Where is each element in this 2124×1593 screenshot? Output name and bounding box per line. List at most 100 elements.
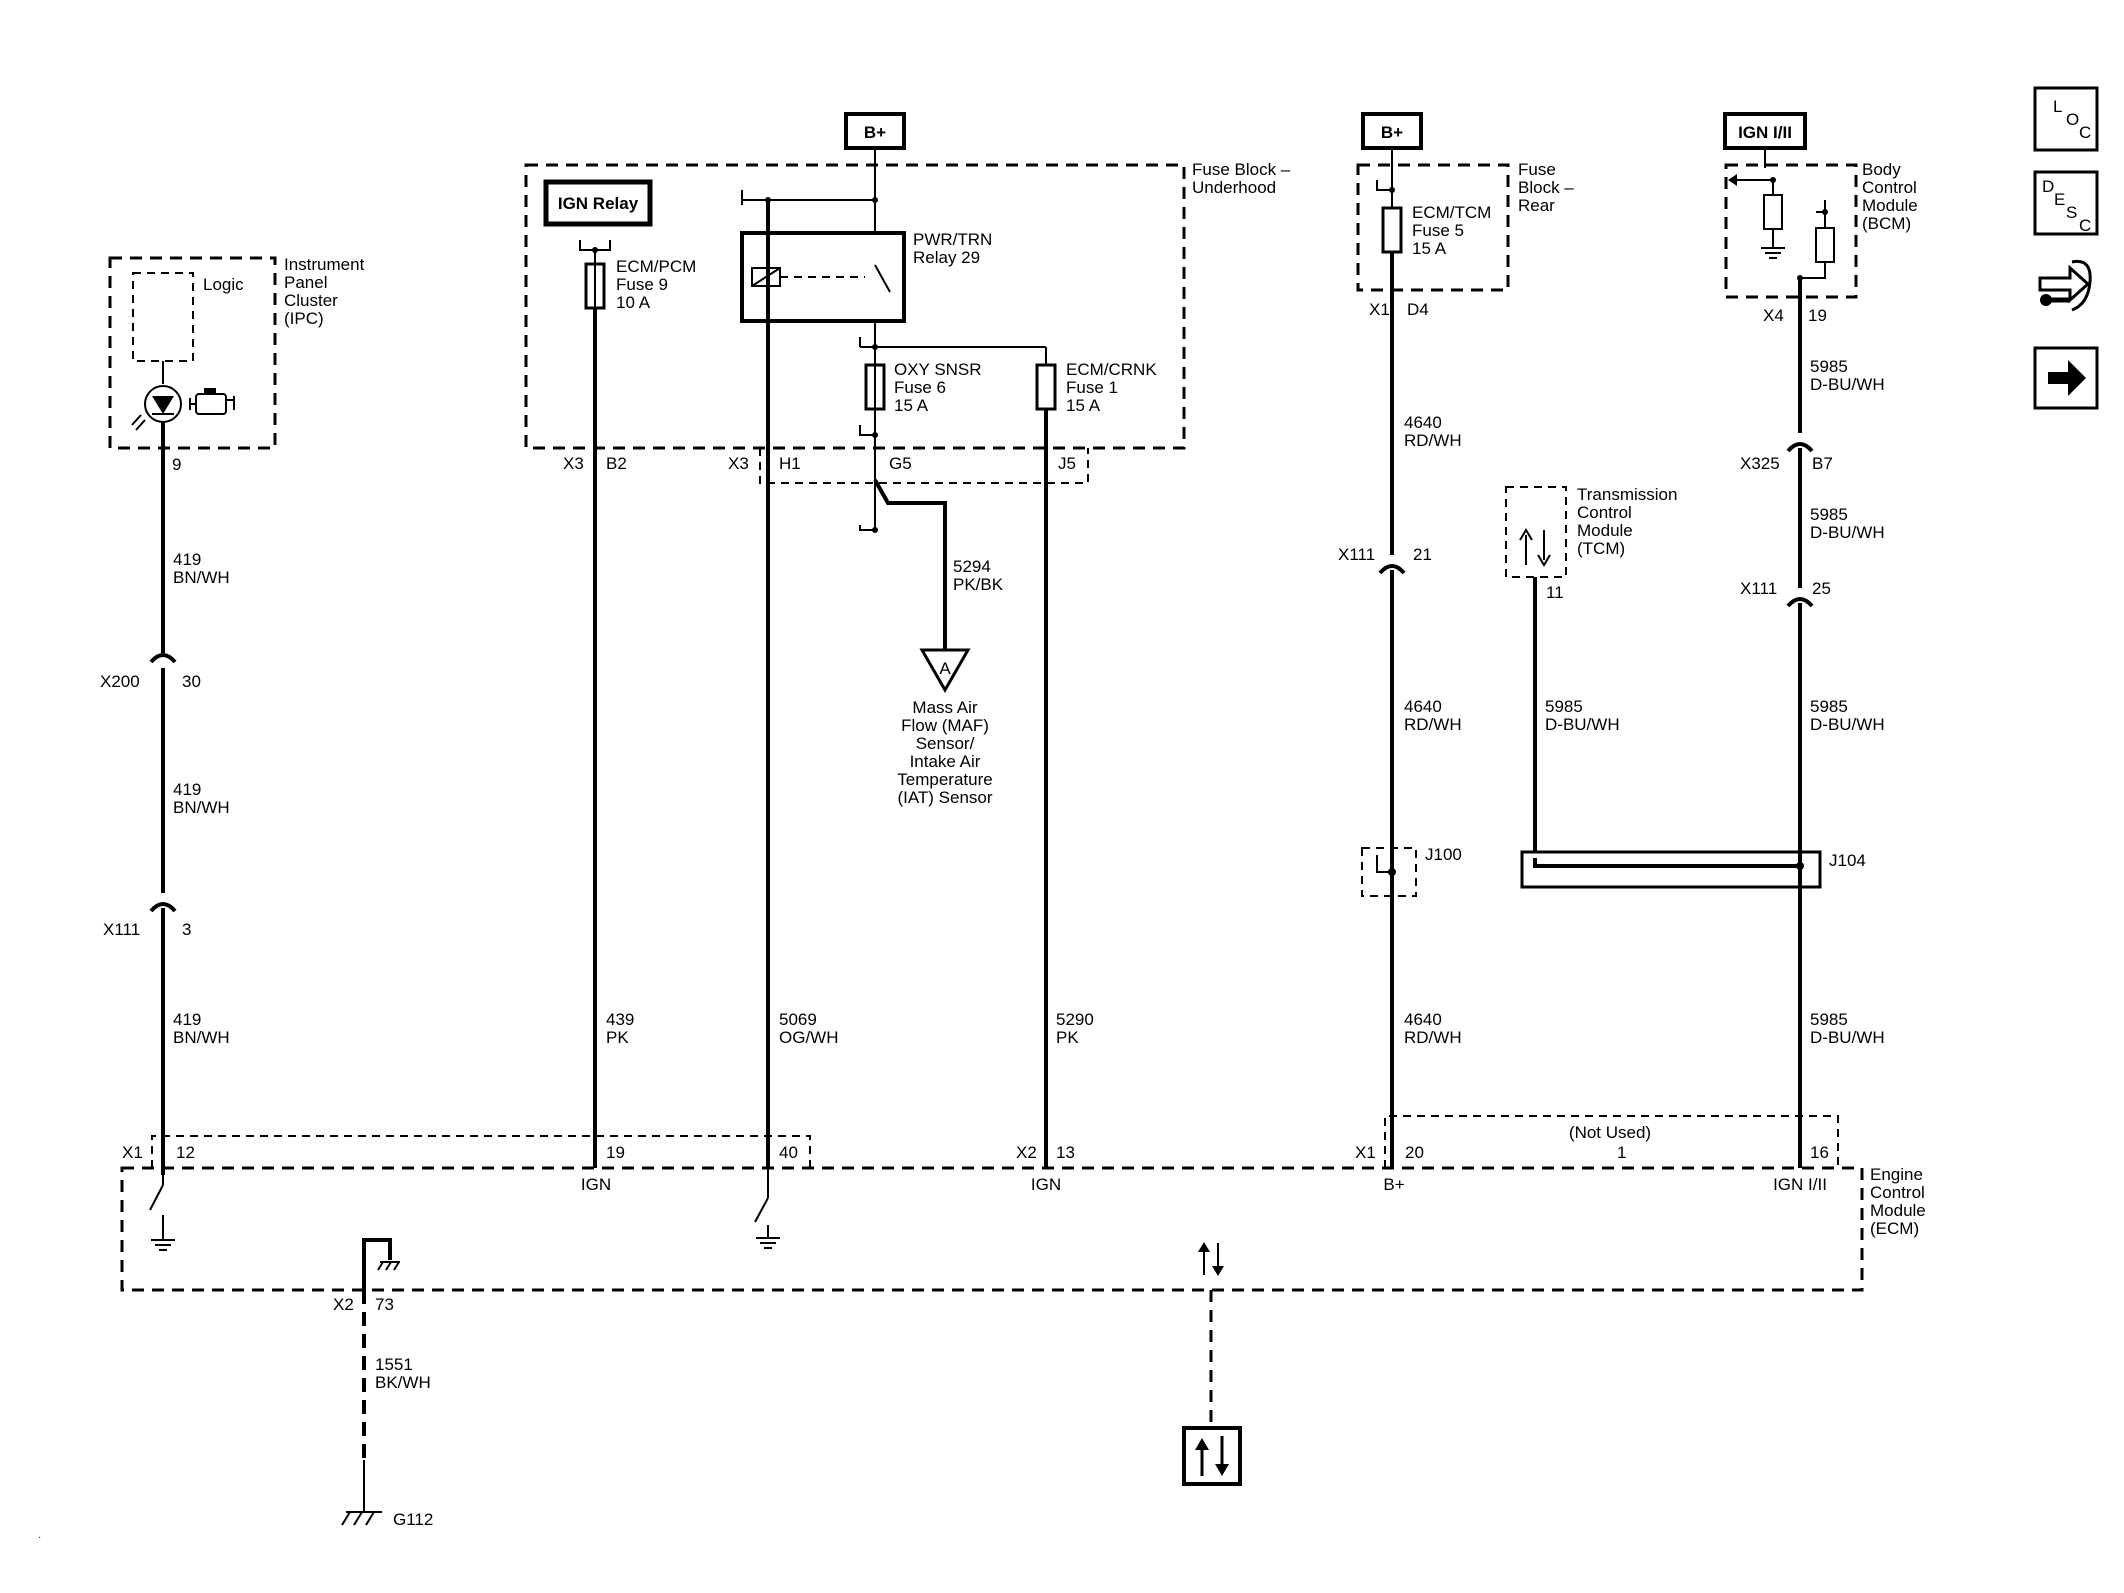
svg-text:Temperature: Temperature (897, 770, 992, 789)
connector-x325: X325 B7 (1740, 442, 1833, 473)
svg-text:Logic: Logic (203, 275, 244, 294)
svg-text:419: 419 (173, 780, 201, 799)
svg-text:5985: 5985 (1810, 697, 1848, 716)
svg-text:(Not Used): (Not Used) (1569, 1123, 1651, 1142)
svg-text:Control: Control (1862, 178, 1917, 197)
connector-x111-bcm: X111 25 (1740, 579, 1831, 608)
svg-text:J5: J5 (1058, 454, 1076, 473)
svg-text:5294: 5294 (953, 557, 991, 576)
svg-text:IGN Relay: IGN Relay (558, 194, 639, 213)
svg-text:BN/WH: BN/WH (173, 798, 230, 817)
svg-text:10 A: 10 A (616, 293, 651, 312)
corner-mark: · (38, 1532, 41, 1543)
svg-text:419: 419 (173, 1010, 201, 1029)
b-plus-supply-rear: B+ (1361, 112, 1423, 150)
svg-text:Fuse 9: Fuse 9 (616, 275, 668, 294)
fuse-ecm-tcm (1381, 206, 1403, 254)
svg-text:4640: 4640 (1404, 697, 1442, 716)
svg-text:ECM/TCM: ECM/TCM (1412, 203, 1491, 222)
svg-text:9: 9 (172, 455, 181, 474)
svg-text:X3: X3 (728, 454, 749, 473)
svg-text:RD/WH: RD/WH (1404, 715, 1462, 734)
circuit-4640: 4640 RD/WH 4640 RD/WH 4640 RD/WH (1390, 252, 1462, 1168)
svg-text:Fuse: Fuse (1518, 160, 1556, 179)
svg-text:20: 20 (1405, 1143, 1424, 1162)
svg-text:5985: 5985 (1810, 1010, 1848, 1029)
svg-text:Module: Module (1870, 1201, 1926, 1220)
svg-text:X1: X1 (1355, 1143, 1376, 1162)
svg-text:Module: Module (1577, 521, 1633, 540)
svg-text:RD/WH: RD/WH (1404, 431, 1462, 450)
svg-text:Relay 29: Relay 29 (913, 248, 980, 267)
svg-text:PK/BK: PK/BK (953, 575, 1004, 594)
circuit-5069: 5069 OG/WH (766, 200, 839, 1168)
svg-text:IGN I/II: IGN I/II (1773, 1175, 1827, 1194)
svg-text:H1: H1 (779, 454, 801, 473)
description-button[interactable]: D E S C (2033, 170, 2099, 236)
location-button[interactable]: L O C (2033, 86, 2099, 152)
svg-text:BN/WH: BN/WH (173, 1028, 230, 1047)
splice-j100: J100 (1361, 845, 1462, 897)
svg-text:1551: 1551 (375, 1355, 413, 1374)
splice-j104: J104 (1520, 850, 1866, 889)
svg-text:3: 3 (182, 920, 191, 939)
svg-text:B2: B2 (606, 454, 627, 473)
bcm-circuit-5985: 5985 D-BU/WH 5985 D-BU/WH 5985 D-BU/WH 5… (1798, 278, 1885, 1168)
svg-text:B+: B+ (1383, 1175, 1404, 1194)
svg-text:13: 13 (1056, 1143, 1075, 1162)
svg-text:5985: 5985 (1810, 357, 1848, 376)
svg-text:1: 1 (1617, 1143, 1626, 1162)
svg-text:Transmission: Transmission (1577, 485, 1677, 504)
svg-text:Intake Air: Intake Air (910, 752, 981, 771)
tcm-circuit-5985: 5985 D-BU/WH (1533, 577, 1620, 862)
svg-text:5290: 5290 (1056, 1010, 1094, 1029)
svg-text:S: S (2066, 203, 2077, 222)
instrument-panel-cluster: Logic Instrument Panel Cluster (IPC) 9 (108, 255, 365, 474)
svg-text:X1: X1 (122, 1143, 143, 1162)
svg-text:Flow (MAF): Flow (MAF) (901, 716, 989, 735)
svg-text:(ECM): (ECM) (1870, 1219, 1919, 1238)
svg-text:IGN: IGN (1031, 1175, 1061, 1194)
svg-text:PK: PK (1056, 1028, 1079, 1047)
svg-text:PK: PK (606, 1028, 629, 1047)
svg-text:Fuse Block –: Fuse Block – (1192, 160, 1291, 179)
svg-text:Control: Control (1870, 1183, 1925, 1202)
svg-text:X111: X111 (1740, 579, 1777, 598)
svg-text:D-BU/WH: D-BU/WH (1545, 715, 1620, 734)
svg-text:B+: B+ (864, 123, 886, 142)
ign-supply: IGN I/II (1723, 112, 1807, 150)
engine-control-module: Engine Control Module (ECM) X1 12 19 40 … (120, 1115, 1926, 1314)
connector-x111-rear: X111 21 (1338, 545, 1432, 575)
underhood-b-plus-bus (859, 148, 1047, 650)
svg-text:D-BU/WH: D-BU/WH (1810, 1028, 1885, 1047)
engine-icon (189, 388, 235, 415)
svg-text:X4: X4 (1763, 306, 1784, 325)
svg-text:Module: Module (1862, 196, 1918, 215)
next-arrow-button[interactable] (2033, 346, 2099, 410)
svg-text:15 A: 15 A (894, 396, 929, 415)
diagnostic-tools-icon[interactable] (2038, 259, 2092, 312)
svg-text:4640: 4640 (1404, 413, 1442, 432)
svg-text:5985: 5985 (1545, 697, 1583, 716)
svg-text:X111: X111 (103, 920, 140, 939)
svg-text:Rear: Rear (1518, 196, 1555, 215)
svg-text:19: 19 (606, 1143, 625, 1162)
svg-text:E: E (2054, 190, 2065, 209)
maf-sensor: A 5294 PK/BK Mass Air Flow (MAF) Sensor/… (897, 557, 1003, 807)
svg-text:O: O (2066, 110, 2079, 129)
svg-text:A: A (939, 659, 951, 678)
svg-text:15 A: 15 A (1066, 396, 1101, 415)
svg-text:4640: 4640 (1404, 1010, 1442, 1029)
svg-text:15 A: 15 A (1412, 239, 1447, 258)
b-plus-supply-underhood: B+ (844, 112, 906, 150)
svg-text:PWR/TRN: PWR/TRN (913, 230, 992, 249)
svg-text:12: 12 (176, 1143, 195, 1162)
circuit-439: 439 PK (593, 308, 634, 1168)
svg-text:419: 419 (173, 550, 201, 569)
svg-text:Control: Control (1577, 503, 1632, 522)
svg-text:(IAT) Sensor: (IAT) Sensor (897, 788, 992, 807)
connector-x111-ipc: X111 3 (103, 902, 191, 939)
svg-text:D-BU/WH: D-BU/WH (1810, 715, 1885, 734)
svg-text:Panel: Panel (284, 273, 327, 292)
